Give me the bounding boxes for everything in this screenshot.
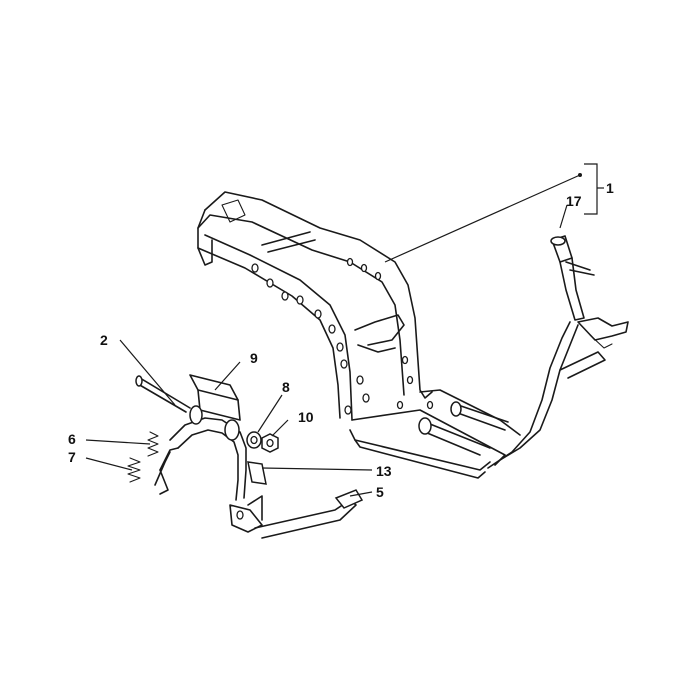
- callout-labels: 1 17 2 9 8 10 6 7 13 5: [68, 180, 614, 500]
- scooter-frame: [197, 191, 606, 479]
- frame-holes: [251, 257, 434, 415]
- callout-6: 6: [68, 431, 76, 447]
- part-7-spring: [127, 457, 141, 483]
- callout-5: 5: [376, 484, 384, 500]
- part-10-nut: [261, 433, 279, 453]
- part-8-washer: [246, 431, 262, 449]
- center-stand: [154, 405, 357, 539]
- callout-7: 7: [68, 449, 76, 465]
- callout-leaders: [85, 163, 604, 497]
- steering-head-tube: [550, 235, 629, 349]
- callout-9: 9: [250, 350, 258, 366]
- part-5-pedal: [334, 489, 364, 509]
- part-9-rubber-pad: [189, 374, 241, 421]
- callout-17: 17: [566, 193, 582, 209]
- callout-10: 10: [298, 409, 314, 425]
- part-2-bolt: [135, 375, 191, 413]
- callout-2: 2: [100, 332, 108, 348]
- callout-8: 8: [282, 379, 290, 395]
- part-6-spring: [147, 431, 159, 457]
- part-13-bush: [247, 461, 267, 485]
- callout-1: 1: [606, 180, 614, 196]
- callout-13: 13: [376, 463, 392, 479]
